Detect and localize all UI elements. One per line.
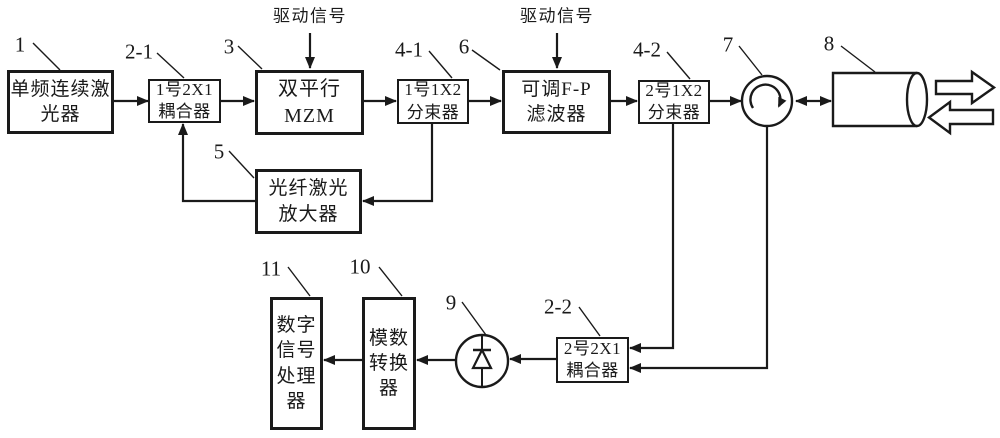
block-amplifier-label: 光纤激光 放大器	[268, 178, 349, 225]
callout-11: 11	[260, 256, 282, 281]
arrow-splitter1-to-amplifier	[362, 123, 434, 206]
leader-11	[287, 266, 311, 297]
leader-10	[378, 266, 403, 297]
callout-10: 10	[349, 254, 371, 279]
drive-signal-label-mzm: 驱动信号	[273, 6, 347, 26]
block-coupler1-label: 1号2X1 耦合器	[155, 79, 214, 121]
callout-4-2: 4-2	[633, 37, 661, 62]
block-mzm: 双平行 MZM	[255, 70, 364, 135]
callout-4-1: 4-1	[395, 37, 423, 62]
arrow-splitter2-to-coupler2	[629, 123, 675, 353]
light-input-arrow-icon	[926, 99, 995, 136]
leader-6	[471, 49, 501, 71]
leader-8	[840, 45, 876, 73]
block-fp-filter: 可调F-P 滤波器	[502, 70, 611, 134]
arrow-circulator-to-coupler2	[629, 126, 769, 373]
callout-9: 9	[445, 290, 457, 315]
callout-1: 1	[14, 32, 26, 57]
block-splitter2-label: 2号1X2 分束器	[645, 80, 703, 122]
block-splitter1-label: 1号1X2 分束器	[404, 80, 462, 122]
block-adc: 模数 转换 器	[362, 297, 416, 430]
callout-2-2: 2-2	[544, 294, 572, 319]
block-splitter2: 2号1X2 分束器	[638, 80, 710, 124]
leader-3	[237, 45, 263, 70]
block-mzm-label: 双平行 MZM	[278, 78, 341, 127]
fiber-collimator-icon	[831, 71, 929, 128]
leader-1	[32, 42, 61, 71]
photodiode-icon	[454, 333, 510, 389]
connection-lines	[113, 33, 832, 373]
leader-5	[228, 150, 255, 179]
block-dsp-label: 数字 信号 处理 器	[276, 315, 317, 412]
callout-6: 6	[458, 34, 470, 59]
leader-2-2	[578, 306, 601, 337]
leader-7	[738, 45, 763, 76]
block-laser-label: 单频连续激 光器	[10, 78, 111, 125]
callout-2-1: 2-1	[125, 39, 153, 64]
circulator-icon	[740, 74, 794, 128]
block-coupler1: 1号2X1 耦合器	[148, 79, 221, 123]
block-amplifier: 光纤激光 放大器	[255, 169, 362, 234]
callout-8: 8	[823, 31, 835, 56]
block-coupler2: 2号2X1 耦合器	[556, 337, 629, 383]
callout-5: 5	[213, 139, 225, 164]
block-laser: 单频连续激 光器	[7, 70, 114, 134]
block-dsp: 数字 信号 处理 器	[270, 297, 323, 430]
drive-signal-label-fpfilter: 驱动信号	[520, 6, 594, 26]
callout-7: 7	[722, 32, 734, 57]
leader-9	[461, 301, 487, 336]
light-output-arrow-icon	[934, 69, 997, 106]
block-splitter1: 1号1X2 分束器	[397, 79, 469, 124]
block-fp-filter-label: 可调F-P 滤波器	[521, 78, 592, 125]
leader-4-2	[666, 51, 691, 80]
block-adc-label: 模数 转换 器	[368, 327, 409, 400]
leader-2-1	[156, 52, 185, 79]
callout-3: 3	[223, 34, 235, 59]
arrow-amplifier-to-coupler1	[178, 123, 255, 203]
callout-leader-lines	[32, 42, 876, 337]
block-coupler2-label: 2号2X1 耦合器	[563, 338, 622, 380]
leader-4-1	[428, 50, 453, 79]
